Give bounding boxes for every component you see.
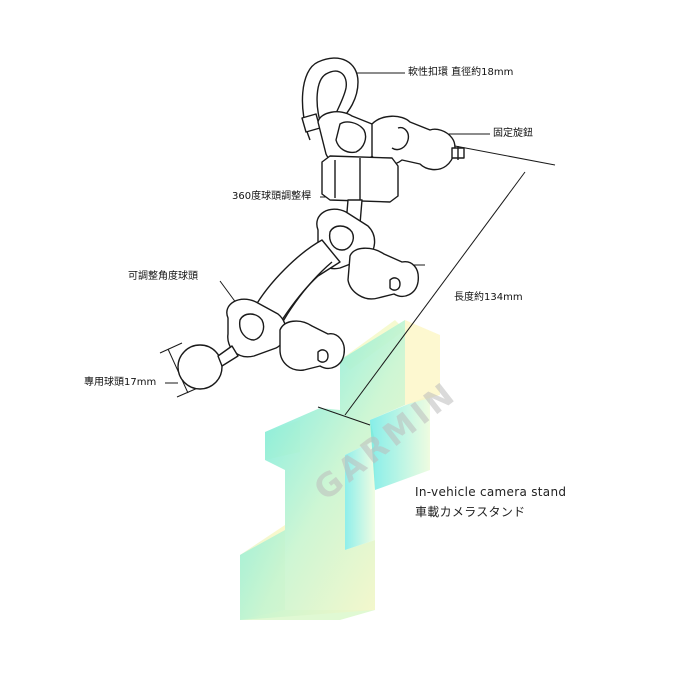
mount-parts bbox=[177, 57, 465, 390]
callout-360-ball-rod: 360度球頭調整桿 bbox=[232, 191, 312, 202]
caption-japanese: 車載カメラスタンド bbox=[415, 505, 526, 519]
ball-joint-icon bbox=[177, 344, 239, 390]
callout-strap-diameter: 軟性扣環 直徑約18mm bbox=[408, 67, 514, 78]
callout-fixing-knob: 固定旋鈕 bbox=[493, 128, 533, 139]
callout-adjustable-ball: 可調整角度球頭 bbox=[128, 271, 198, 282]
mount-strap-icon bbox=[301, 57, 359, 141]
callout-length: 長度約134mm bbox=[454, 292, 523, 303]
logo-block-icon bbox=[240, 320, 440, 620]
callout-ball-17mm: 專用球頭17mm bbox=[84, 377, 157, 388]
caption-english: In-vehicle camera stand bbox=[415, 485, 567, 499]
knob-icon bbox=[371, 115, 465, 171]
